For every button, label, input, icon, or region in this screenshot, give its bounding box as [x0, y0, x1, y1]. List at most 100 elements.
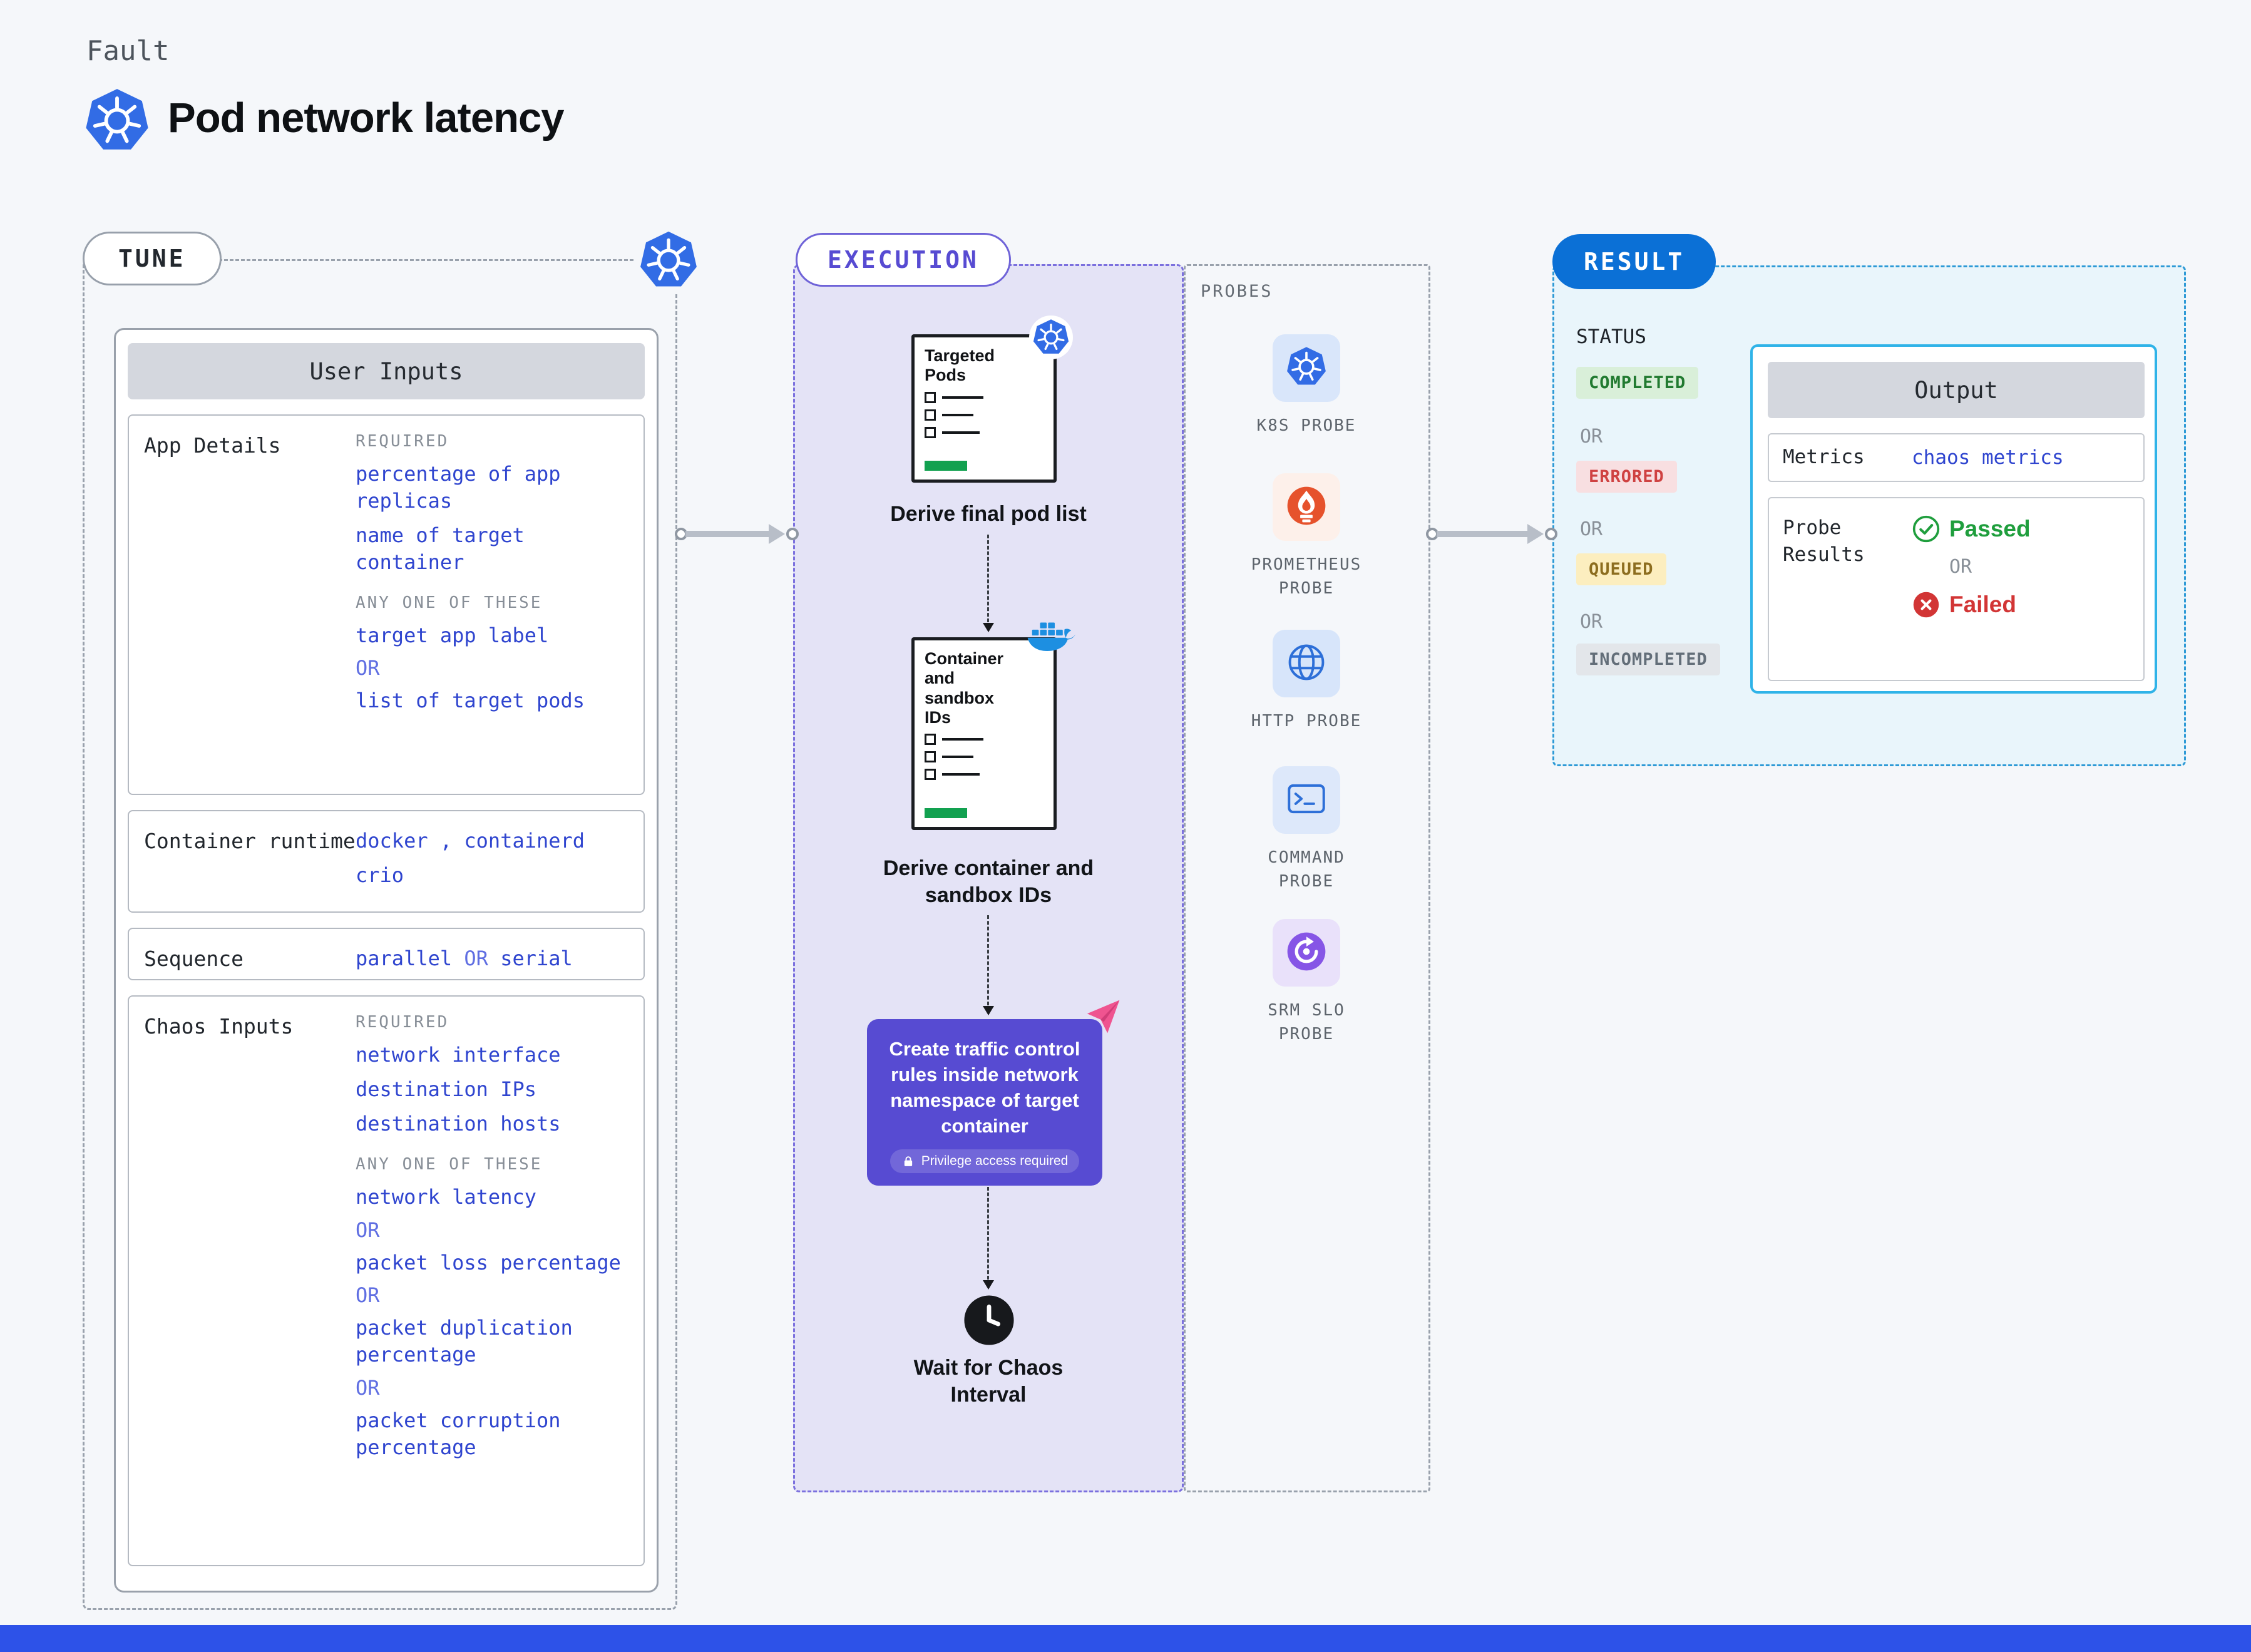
input-item: percentage of app replicas — [356, 462, 561, 513]
input-item: name of target container — [356, 523, 525, 574]
input-item: packet loss percentage — [356, 1250, 621, 1275]
prometheus-icon — [1286, 485, 1327, 529]
chaos-inputs-section: Chaos Inputs REQUIRED network interface … — [128, 995, 645, 1566]
input-item: target app label — [356, 623, 549, 647]
slo-gauge-icon — [1286, 931, 1327, 975]
app-details-label: App Details — [144, 433, 281, 458]
traffic-control-step: Create traffic control rules inside netw… — [867, 1019, 1102, 1186]
or-label: OR — [356, 656, 380, 680]
check-circle-icon — [1912, 515, 1941, 543]
progress-bar — [925, 808, 967, 818]
status-label: STATUS — [1576, 326, 1646, 348]
output-header: Output — [1768, 362, 2145, 418]
probes-section — [1184, 264, 1430, 1492]
runtime-values: docker , containerd — [356, 829, 585, 853]
kubernetes-icon — [84, 88, 150, 154]
container-runtime-label: Container runtime — [144, 829, 356, 853]
sequence-label: Sequence — [144, 947, 244, 971]
metrics-row: Metrics chaos metrics — [1768, 433, 2145, 482]
app-details-section: App Details REQUIRED percentage of app r… — [128, 414, 645, 795]
or-label: OR — [356, 1218, 380, 1242]
srm-slo-probe-tile — [1273, 919, 1340, 987]
doc-title: Targeted Pods — [925, 346, 995, 385]
probe-results-row: Probe Results Passed OR Failed — [1768, 497, 2145, 681]
doc-title: Container and sandbox IDs — [925, 649, 1004, 727]
fault-kicker: Fault — [86, 35, 170, 67]
chaos-inputs-label: Chaos Inputs — [144, 1014, 294, 1039]
flow-connector — [983, 915, 994, 1015]
clock-icon — [962, 1293, 1016, 1347]
container-ids-doc: Container and sandbox IDs — [911, 637, 1057, 830]
docker-icon — [1024, 617, 1079, 657]
flow-connector — [983, 535, 994, 632]
privilege-badge: Privilege access required — [890, 1149, 1080, 1173]
tune-label: TUNE — [83, 232, 222, 285]
required-label: REQUIRED — [356, 1013, 449, 1032]
or-label: OR — [1580, 611, 1603, 633]
input-item: destination IPs — [356, 1077, 536, 1101]
any-one-label: ANY ONE OF THESE — [356, 1154, 543, 1174]
http-probe-tile — [1273, 630, 1340, 697]
input-item: packet corruption percentage — [356, 1408, 561, 1459]
privilege-badge-label: Privilege access required — [921, 1153, 1069, 1168]
kubernetes-icon — [635, 227, 702, 294]
page-title: Pod network latency — [168, 95, 565, 141]
probe-name: SRM SLO PROBE — [1268, 1001, 1345, 1044]
footer-bar — [0, 1625, 2251, 1652]
input-item: network interface — [356, 1043, 561, 1067]
or-label: OR — [464, 947, 488, 970]
k8s-probe-tile — [1273, 334, 1340, 402]
prometheus-probe-tile — [1273, 473, 1340, 541]
sequence-option: parallel — [356, 947, 453, 970]
status-badge-queued: QUEUED — [1576, 553, 1666, 585]
status-badge-errored: ERRORED — [1576, 461, 1677, 493]
or-label: OR — [1949, 556, 1972, 578]
probe-name: HTTP PROBE — [1251, 712, 1362, 731]
input-item: packet duplication percentage — [356, 1316, 573, 1367]
probes-label: PROBES — [1201, 282, 1273, 301]
input-item: list of target pods — [356, 689, 585, 713]
flow-connector — [983, 1187, 994, 1290]
input-item: network latency — [356, 1184, 536, 1209]
passed-label: Passed — [1949, 516, 2031, 541]
kubernetes-icon — [1029, 316, 1073, 359]
or-label: OR — [356, 1283, 380, 1308]
probe-name: COMMAND PROBE — [1268, 848, 1345, 891]
tune-to-execution-arrow — [675, 522, 799, 546]
step-caption: Derive final pod list — [890, 502, 1087, 526]
step-caption: Derive container and sandbox IDs — [883, 856, 1094, 907]
kubernetes-icon — [1286, 346, 1327, 390]
globe-icon — [1286, 642, 1327, 685]
runtime-values: crio — [356, 863, 404, 887]
progress-bar — [925, 460, 967, 471]
result-label: RESULT — [1552, 234, 1716, 289]
status-badge-incompleted: INCOMPLETED — [1576, 644, 1720, 675]
execution-label: EXECUTION — [796, 233, 1011, 287]
user-inputs-header: User Inputs — [128, 343, 645, 399]
sequence-section: Sequence parallel OR serial — [128, 928, 645, 980]
sequence-option: serial — [500, 947, 573, 970]
output-card: Output Metrics chaos metrics Probe Resul… — [1750, 344, 2157, 694]
or-label: OR — [1580, 426, 1603, 448]
lock-icon — [901, 1154, 915, 1168]
targeted-pods-doc: Targeted Pods — [911, 334, 1057, 483]
action-text: Create traffic control rules inside netw… — [889, 1038, 1080, 1137]
command-probe-tile — [1273, 766, 1340, 834]
x-circle-icon — [1912, 590, 1941, 619]
paper-plane-icon — [1084, 998, 1122, 1035]
execution-to-result-arrow — [1426, 522, 1557, 546]
step-caption: Wait for Chaos Interval — [913, 1356, 1064, 1407]
probe-name: K8S PROBE — [1256, 416, 1356, 435]
metrics-label: Metrics — [1783, 446, 1865, 469]
probe-results-label: Probe Results — [1783, 516, 1865, 567]
container-runtime-section: Container runtime docker , containerd cr… — [128, 810, 645, 913]
terminal-icon — [1286, 778, 1327, 822]
or-label: OR — [356, 1376, 380, 1400]
any-one-label: ANY ONE OF THESE — [356, 593, 543, 612]
status-badge-completed: COMPLETED — [1576, 367, 1699, 399]
or-label: OR — [1580, 518, 1603, 540]
probe-name: PROMETHEUS PROBE — [1251, 555, 1362, 598]
required-label: REQUIRED — [356, 432, 449, 451]
failed-label: Failed — [1949, 592, 2016, 617]
input-item: destination hosts — [356, 1111, 561, 1136]
